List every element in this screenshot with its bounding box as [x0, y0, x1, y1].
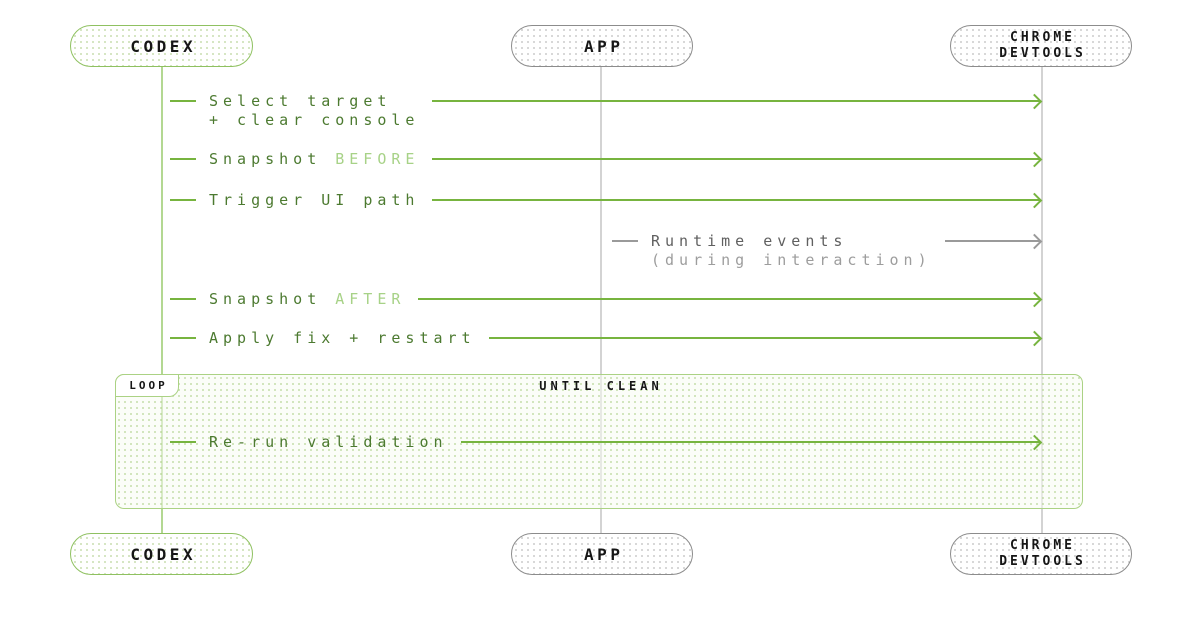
actor-label: APP: [584, 544, 624, 564]
actor-label: CODEX: [130, 544, 197, 564]
actor-label-line1: CHROME: [1010, 538, 1075, 553]
actor-bottom-codex: CODEX: [70, 533, 253, 575]
actor-label: CODEX: [130, 36, 197, 56]
message-stub: [170, 100, 196, 102]
message-highlight: BEFORE: [335, 150, 420, 168]
actor-top-chrome-devtools: CHROME DEVTOOLS: [950, 25, 1132, 67]
message-stub: [170, 441, 196, 443]
message-text: Runtime events: [651, 232, 848, 250]
arrowhead-icon: [1026, 291, 1043, 307]
message-line: [432, 158, 1040, 160]
arrowhead-icon: [1026, 192, 1043, 208]
actor-label-line1: CHROME: [1010, 30, 1075, 45]
lifeline-codex: [161, 67, 163, 533]
message-label: Runtime events (during interaction): [651, 232, 932, 270]
message-snapshot-before: Snapshot BEFORE: [170, 150, 1043, 169]
arrowhead-icon: [1026, 434, 1043, 450]
message-stub: [170, 199, 196, 201]
actor-label: APP: [584, 36, 624, 56]
actor-top-app: APP: [511, 25, 693, 67]
message-text: Select target: [209, 92, 392, 110]
message-label: Snapshot BEFORE: [209, 150, 419, 169]
actor-bottom-app: APP: [511, 533, 693, 575]
message-rerun-validation: Re-run validation: [170, 433, 1043, 452]
message-stub: [170, 158, 196, 160]
message-snapshot-after: Snapshot AFTER: [170, 290, 1043, 309]
message-line: [944, 240, 1040, 242]
message-line: [460, 441, 1040, 443]
arrowhead-icon: [1026, 93, 1043, 109]
message-label: Snapshot AFTER: [209, 290, 405, 309]
message-highlight: AFTER: [335, 290, 406, 308]
actor-label-line2: DEVTOOLS: [999, 554, 1086, 569]
message-text: Snapshot: [209, 150, 322, 168]
message-label: Apply fix + restart: [209, 329, 476, 348]
arrowhead-icon: [1026, 330, 1043, 346]
actor-label-line2: DEVTOOLS: [999, 46, 1086, 61]
message-text: Trigger UI path: [209, 191, 420, 209]
message-line: [432, 100, 1040, 102]
arrowhead-icon: [1026, 233, 1043, 249]
lifeline-app: [600, 67, 602, 533]
message-text-line2: (during interaction): [651, 251, 932, 269]
message-stub: [170, 337, 196, 339]
message-label: Re-run validation: [209, 433, 448, 452]
message-stub: [612, 240, 638, 242]
message-label: Select target + clear console: [209, 92, 419, 130]
arrowhead-icon: [1026, 151, 1043, 167]
message-runtime-events: Runtime events (during interaction): [612, 232, 1043, 270]
loop-condition-label: UNTIL CLEAN: [539, 379, 663, 393]
lifeline-chrome-devtools: [1041, 67, 1043, 533]
message-label: Trigger UI path: [209, 191, 419, 210]
message-text-row: Snapshot BEFORE: [209, 150, 419, 169]
message-stub: [170, 298, 196, 300]
message-text: Snapshot: [209, 290, 322, 308]
loop-tab: LOOP: [115, 374, 179, 397]
message-text-row: Snapshot AFTER: [209, 290, 405, 309]
message-line: [488, 337, 1040, 339]
message-line: [418, 298, 1040, 300]
message-line: [432, 199, 1040, 201]
actor-bottom-chrome-devtools: CHROME DEVTOOLS: [950, 533, 1132, 575]
message-select-target: Select target + clear console: [170, 92, 1043, 130]
message-apply-fix-restart: Apply fix + restart: [170, 329, 1043, 348]
message-text-line2: + clear console: [209, 111, 420, 129]
message-trigger-ui-path: Trigger UI path: [170, 191, 1043, 210]
message-text: Re-run validation: [209, 433, 448, 451]
loop-tab-label: LOOP: [129, 379, 168, 392]
actor-top-codex: CODEX: [70, 25, 253, 67]
message-text: Apply fix + restart: [209, 329, 476, 347]
